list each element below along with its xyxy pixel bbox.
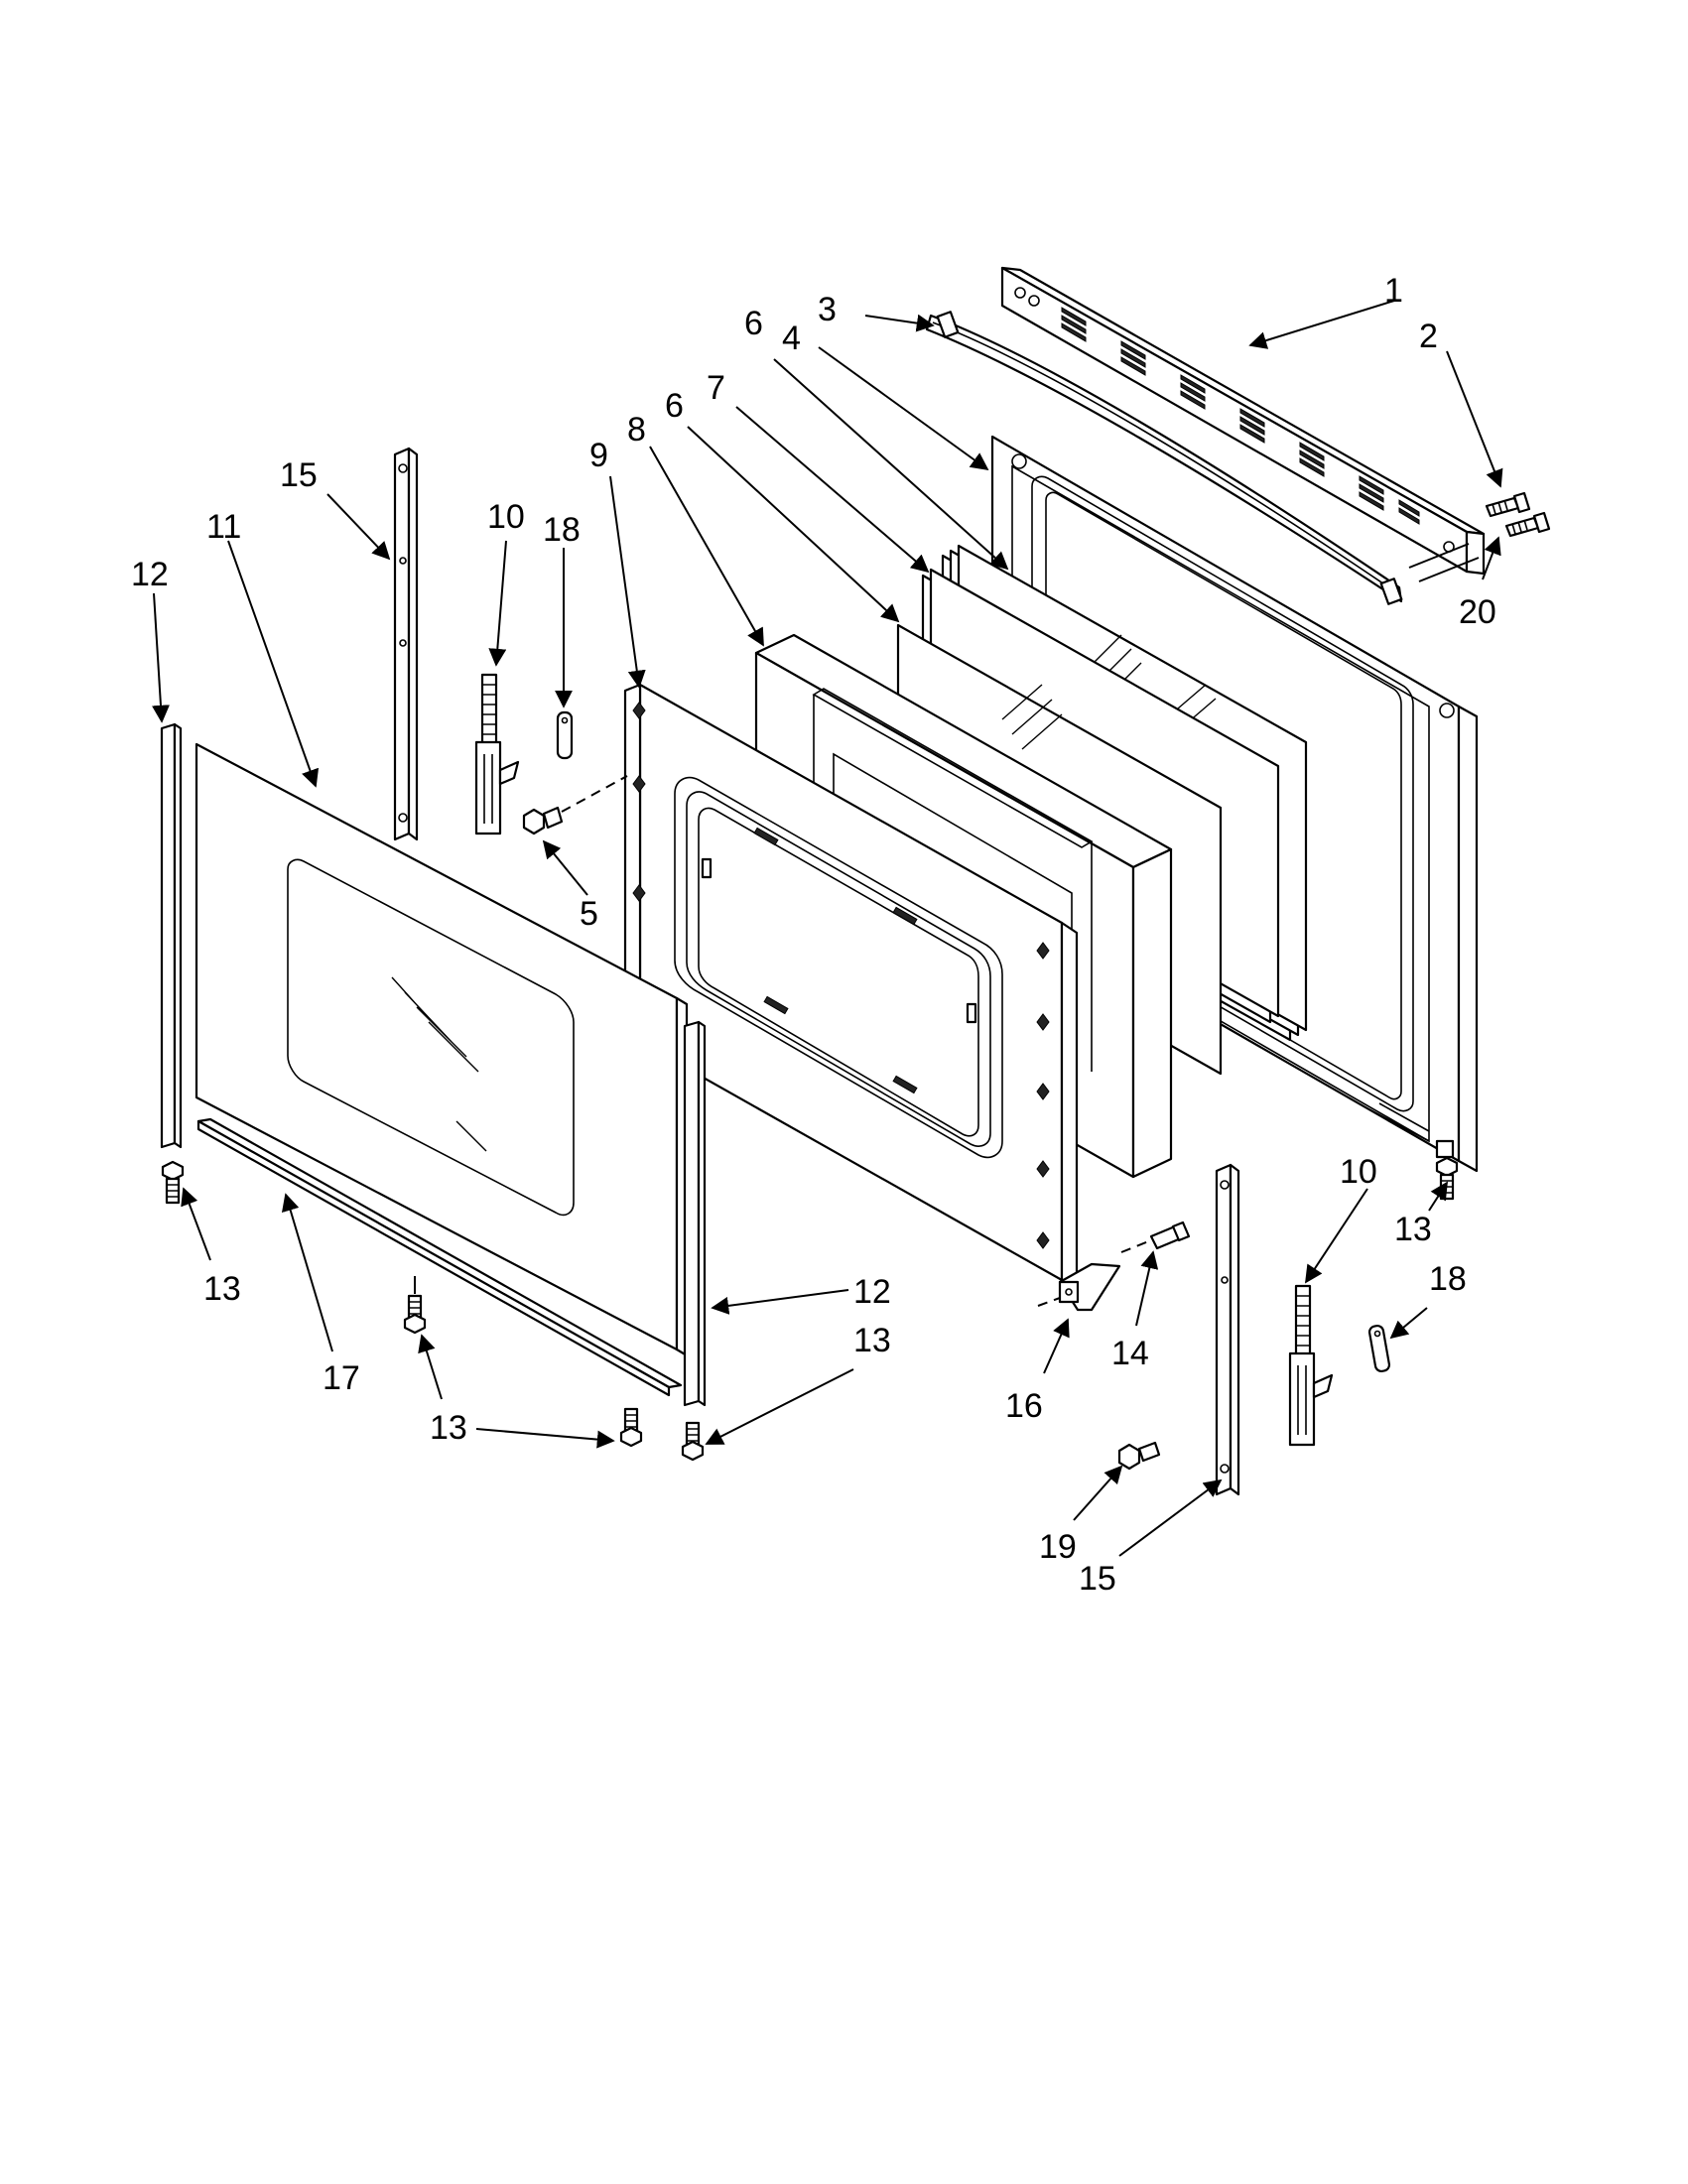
part-13-screw-trim-right xyxy=(681,1421,705,1462)
callout-10-right: 10 xyxy=(1340,1153,1377,1191)
callout-4: 4 xyxy=(782,320,801,357)
part-18-hinge-pin-left xyxy=(556,710,574,760)
part-5-screw xyxy=(522,775,628,835)
part-12-side-trim-left xyxy=(160,722,183,1149)
callout-12-right: 12 xyxy=(853,1273,891,1311)
part-13-screw-center xyxy=(403,1276,427,1335)
callout-labels: 1 2 3 4 5 6 6 7 8 9 10 10 11 12 12 13 13… xyxy=(131,272,1496,1598)
part-9-door-frame xyxy=(623,683,1079,1282)
part-12-side-trim-right xyxy=(683,1020,707,1407)
callout-15-right: 15 xyxy=(1079,1560,1116,1598)
callout-6: 6 xyxy=(665,387,684,425)
callout-13-bottom: 13 xyxy=(853,1322,891,1359)
part-13-screw-bottom xyxy=(619,1407,643,1448)
callout-6-top: 6 xyxy=(744,305,763,342)
part-15-hinge-channel-right xyxy=(1215,1163,1240,1496)
callout-15-left: 15 xyxy=(280,456,318,494)
part-1-vent-trim xyxy=(1000,266,1486,576)
callout-1: 1 xyxy=(1384,272,1403,310)
callout-19: 19 xyxy=(1039,1528,1077,1566)
callout-5: 5 xyxy=(580,895,598,933)
callout-17: 17 xyxy=(323,1359,360,1397)
part-16-bracket xyxy=(1037,1262,1121,1312)
part-2-screw xyxy=(1485,491,1531,518)
part-13-screw-left xyxy=(161,1160,185,1205)
part-19-screw xyxy=(1117,1441,1161,1471)
part-10-hinge-left xyxy=(474,673,520,835)
callout-9: 9 xyxy=(589,437,608,474)
part-14-screw xyxy=(1120,1220,1191,1253)
part-20-screw xyxy=(1504,511,1551,538)
callout-13-right: 13 xyxy=(1394,1211,1432,1248)
callout-11: 11 xyxy=(206,508,241,546)
callout-20: 20 xyxy=(1459,593,1496,631)
callout-2: 2 xyxy=(1419,318,1438,355)
part-17-bottom-trim xyxy=(196,1117,683,1397)
callout-14: 14 xyxy=(1111,1335,1149,1372)
callout-13-left: 13 xyxy=(203,1270,241,1308)
callout-18-right: 18 xyxy=(1429,1260,1467,1298)
part-15-hinge-channel-left xyxy=(393,447,419,841)
part-10-hinge-right xyxy=(1288,1284,1334,1447)
leader-lines xyxy=(152,300,1503,1557)
part-3-door-handle xyxy=(925,311,1403,605)
vent-slots xyxy=(1061,307,1420,525)
callout-18-left: 18 xyxy=(543,511,581,549)
callout-13-center: 13 xyxy=(430,1409,467,1447)
callout-12-left: 12 xyxy=(131,556,169,593)
callout-16: 16 xyxy=(1005,1387,1043,1425)
callout-10-left: 10 xyxy=(487,498,525,536)
callout-7: 7 xyxy=(707,369,725,407)
callout-8: 8 xyxy=(627,411,646,449)
callout-3: 3 xyxy=(818,291,837,328)
part-18-hinge-pin-right xyxy=(1367,1324,1391,1373)
